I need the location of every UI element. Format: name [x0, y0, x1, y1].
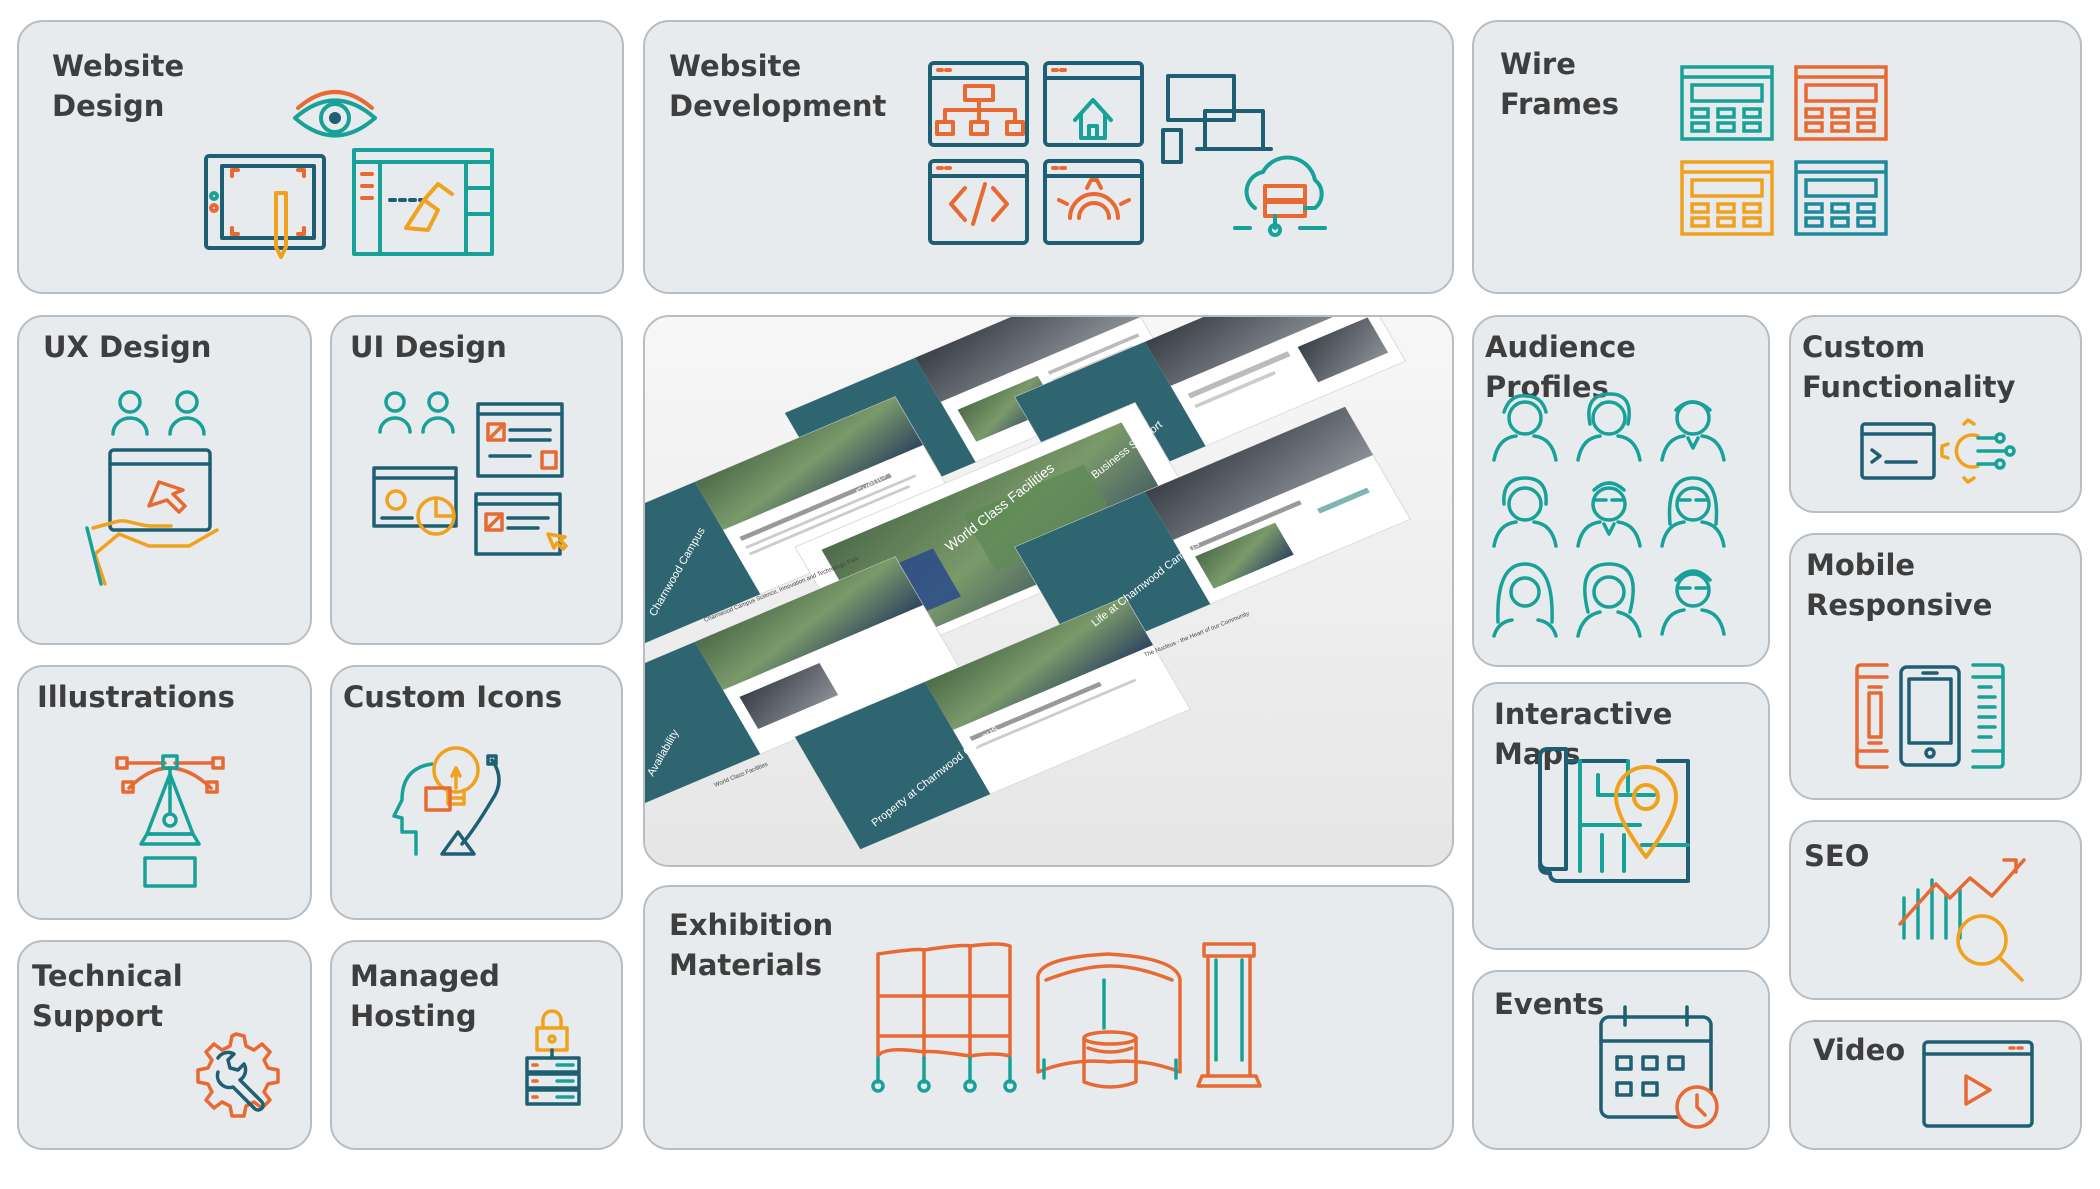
- wrench-gear-icon: [196, 1032, 280, 1118]
- card-title: Managed Hosting: [350, 959, 500, 1033]
- hand-window-users-icon: [85, 390, 219, 586]
- showcase-mockups: Events Business Support Charnwood Campus…: [645, 317, 1452, 865]
- card-title: Audience Profiles: [1485, 330, 1636, 404]
- card-title: Website Development: [669, 49, 887, 123]
- head-lightbulb-icon: [392, 746, 501, 856]
- chart-magnifier-icon: [1898, 858, 2026, 982]
- card-website-development: Website Development: [643, 20, 1454, 294]
- card-title: UI Design: [350, 330, 507, 364]
- showcase-illustration: Events Business Support Charnwood Campus…: [645, 317, 1452, 865]
- card-title: Events: [1494, 987, 1605, 1021]
- wireframe-windows-icon: [1680, 65, 1888, 236]
- card-title: Mobile Responsive: [1806, 548, 1993, 622]
- user-avatars-icon: [1492, 392, 1726, 638]
- exhibition-stands-icon: [871, 942, 1262, 1093]
- ui-panels-icon: [372, 391, 568, 556]
- card-title: Website Design: [52, 49, 185, 123]
- card-ux-design: UX Design: [17, 315, 312, 645]
- responsive-devices-icon: [1855, 663, 2005, 769]
- card-ui-design: UI Design: [330, 315, 623, 645]
- server-lock-icon: [525, 1009, 581, 1106]
- card-title: Custom Functionality: [1802, 330, 2016, 404]
- card-managed-hosting: Managed Hosting: [330, 940, 623, 1150]
- card-custom-functionality: Custom Functionality: [1789, 315, 2082, 513]
- card-title: Video: [1813, 1033, 1906, 1067]
- card-custom-icons: Custom Icons: [330, 665, 623, 920]
- dev-windows-cloud-icon: [928, 61, 1327, 245]
- map-pin-icon: [1538, 747, 1690, 883]
- pen-nib-bezier-icon: [115, 754, 225, 888]
- card-title: Wire Frames: [1500, 47, 1619, 121]
- card-wire-frames: Wire Frames: [1472, 20, 2082, 294]
- card-title: UX Design: [43, 330, 212, 364]
- card-seo: SEO: [1789, 820, 2082, 1000]
- terminal-gear-icon: [1860, 418, 2016, 484]
- card-title: SEO: [1804, 839, 1870, 873]
- card-title: Exhibition Materials: [669, 908, 834, 982]
- card-events: Events: [1472, 970, 1770, 1150]
- card-title: Technical Support: [32, 959, 183, 1033]
- video-player-icon: [1922, 1040, 2034, 1128]
- calendar-clock-icon: [1599, 1005, 1719, 1129]
- design-tablet-eye-icon: [204, 90, 494, 259]
- card-exhibition-materials: Exhibition Materials: [643, 885, 1454, 1150]
- card-title: Illustrations: [37, 680, 235, 714]
- card-title: Custom Icons: [343, 680, 563, 714]
